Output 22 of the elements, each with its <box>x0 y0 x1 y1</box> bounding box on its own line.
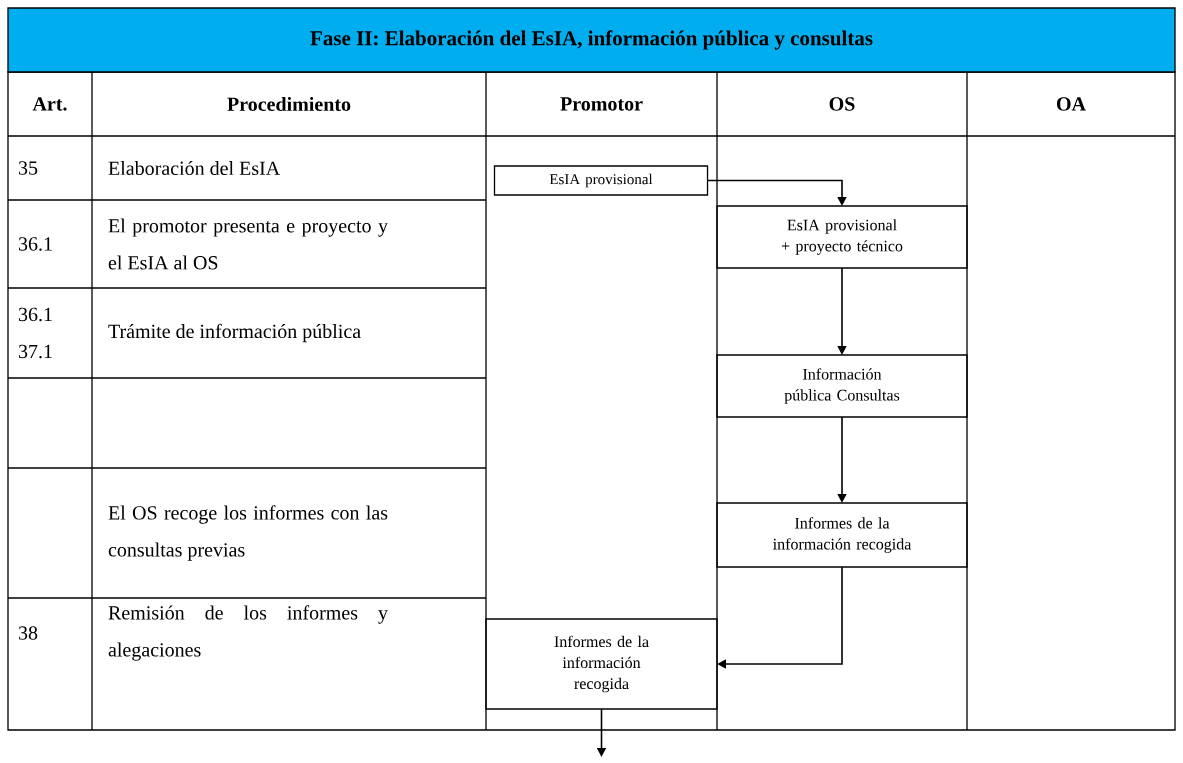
arrow <box>837 416 847 503</box>
procedure-text: Elaboración del EsIA <box>108 160 281 176</box>
article-number: 35 <box>18 161 38 175</box>
column-header: OA <box>1057 97 1086 111</box>
column-header: Art. <box>32 97 67 111</box>
column-header: Procedimiento <box>227 96 351 112</box>
column-header: Promotor <box>560 97 643 111</box>
process-box: Información pública Consultas <box>716 354 968 418</box>
column-header: OS <box>829 97 855 111</box>
procedure-text: El OS recoge los informes con las consultas previas <box>108 505 388 561</box>
procedure-text: Remisión de los informes y alegaciones <box>108 605 388 661</box>
arrow <box>837 267 847 355</box>
article-number: 38 <box>18 626 38 640</box>
title-band: Fase II: Elaboración del EsIA, información pública y consultas <box>7 7 1176 73</box>
procedure-text: El promotor presenta e proyecto y el EsIA al OS <box>108 218 388 270</box>
article-number: 36.1 <box>18 237 52 251</box>
procedure-text: Trámite de información pública <box>108 323 361 343</box>
process-box: Informes de la información recogida <box>716 502 968 568</box>
article-number: 36.1 37.1 <box>18 307 52 359</box>
process-box: EsIA provisional <box>493 165 709 196</box>
process-box: EsIA provisional + proyecto técnico <box>716 205 968 269</box>
process-box: Informes de la información recogida <box>485 618 718 710</box>
